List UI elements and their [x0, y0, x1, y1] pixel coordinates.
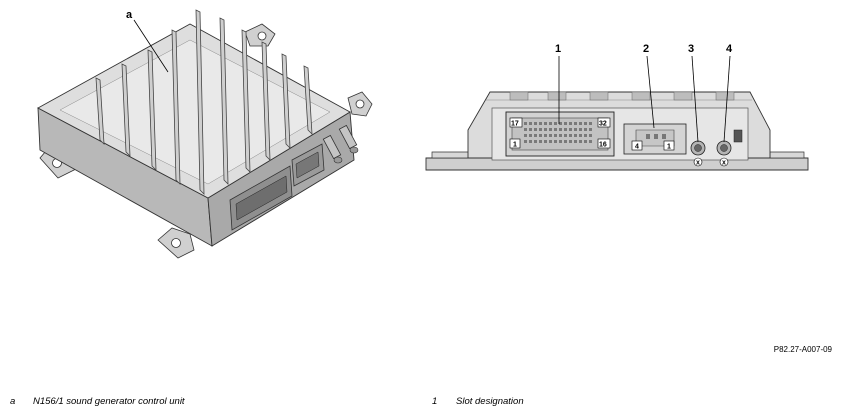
callout-2-leader — [646, 55, 655, 129]
control-unit-isometric-view: a — [37, 9, 373, 259]
legend-key-1: 1 — [432, 396, 438, 407]
antenna-socket-right — [338, 124, 359, 154]
control-unit-front-view: 17 32 1 16 4 1 x — [425, 43, 809, 171]
cooling-fins — [95, 9, 313, 195]
plug-pin-label-4: 4 — [635, 144, 639, 151]
pin-label-16: 16 — [599, 142, 607, 149]
connector-pin-grid — [524, 122, 592, 143]
pin-label-32: 32 — [599, 121, 607, 128]
callout-2-label: 2 — [643, 43, 649, 55]
coax-4-x-label: x — [722, 160, 726, 167]
callout-a-leader — [133, 19, 169, 73]
housing-ridges — [509, 91, 735, 101]
side-connector-block — [229, 143, 325, 231]
mounting-lug-bottom — [157, 227, 195, 259]
figure-reference-code: P82.27-A007-09 — [773, 345, 832, 354]
callout-1-label: 1 — [555, 43, 561, 55]
plug-pin-label-1: 1 — [667, 144, 671, 151]
mounting-lug-top — [244, 23, 276, 47]
pin-label-1: 1 — [513, 142, 517, 149]
callout-3-label: 3 — [688, 43, 694, 55]
connector-32-pin: 17 32 1 16 — [505, 111, 615, 157]
callout-4-leader — [723, 55, 731, 143]
legend-key-a: a — [10, 396, 16, 407]
coax-socket-3: x — [690, 140, 706, 167]
pin-label-17: 17 — [511, 121, 519, 128]
callout-3-leader — [691, 55, 699, 143]
legend-text-a: N156/1 sound generator control unit — [33, 396, 185, 407]
legend-text-1: Slot designation — [456, 396, 524, 407]
mounting-lug-right — [347, 91, 373, 117]
connector-4-pin: 4 1 — [623, 123, 687, 155]
callout-4-label: 4 — [726, 43, 733, 55]
coax-3-x-label: x — [696, 160, 700, 167]
antenna-socket-left — [322, 134, 343, 164]
callout-a-label: a — [126, 9, 133, 21]
technical-figure: a — [37, 9, 809, 259]
coax-socket-4: x — [716, 140, 732, 167]
